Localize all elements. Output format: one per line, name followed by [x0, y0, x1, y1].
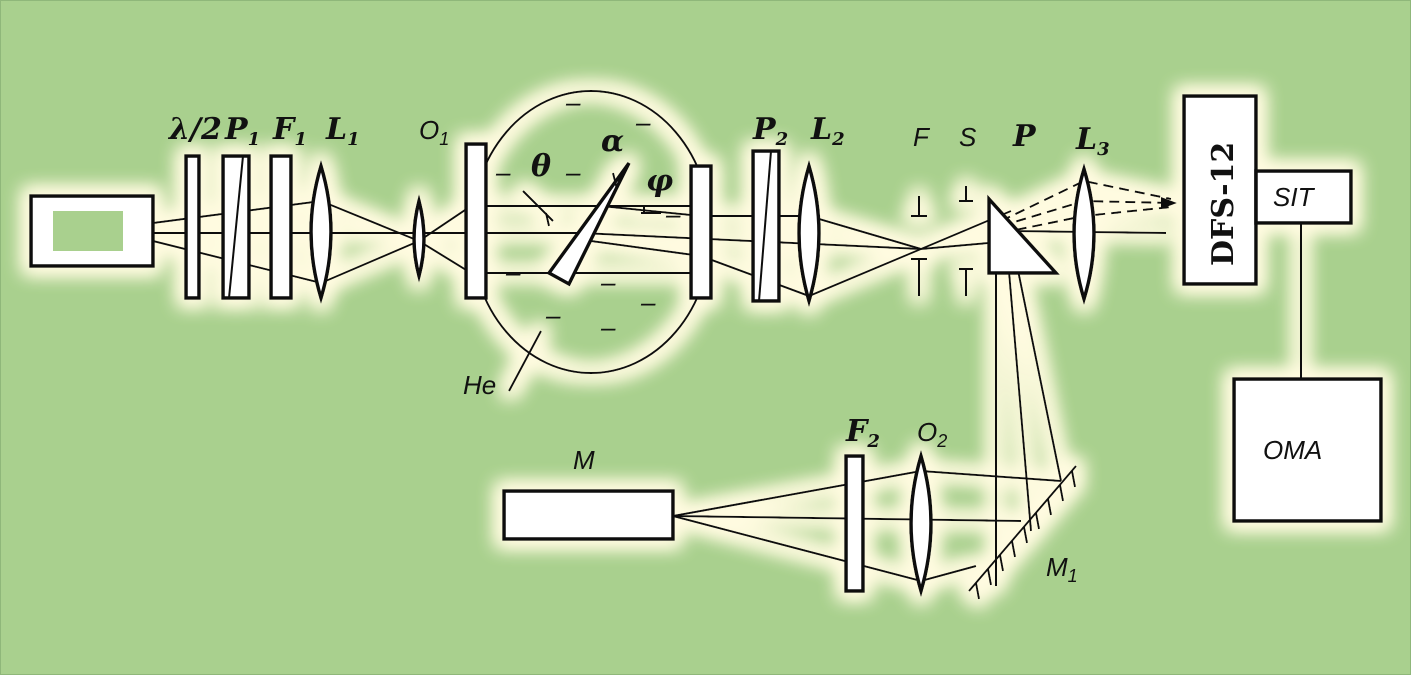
svg-text:–: – — [565, 87, 581, 117]
label-sit: SIT — [1273, 182, 1316, 212]
label-p1: P1 — [224, 112, 260, 150]
label-s: S — [959, 122, 977, 152]
label-alpha: α — [601, 124, 624, 159]
lamp-m — [502, 489, 675, 541]
label-f1: F1 — [272, 112, 307, 150]
svg-text:–: – — [505, 257, 521, 287]
laser-source — [29, 194, 155, 268]
svg-text:–: – — [600, 267, 616, 297]
ion-marks: – – – – – – – – – – — [495, 87, 681, 342]
helium-chamber — [464, 90, 713, 392]
label-l2: L2 — [810, 112, 845, 150]
label-he: He — [463, 370, 496, 400]
label-oma: OMA — [1263, 435, 1322, 465]
half-wave-plate — [184, 154, 201, 300]
label-m1: M1 — [1046, 552, 1078, 586]
mirror-m1 — [968, 465, 1077, 600]
svg-text:–: – — [565, 157, 581, 187]
objective-o1 — [412, 194, 426, 283]
label-o1: O1 — [419, 115, 449, 149]
label-phi: φ — [646, 164, 673, 199]
filter-f2 — [844, 454, 865, 593]
label-theta: θ — [531, 149, 551, 184]
svg-text:–: – — [545, 300, 561, 330]
svg-text:–: – — [665, 199, 681, 229]
svg-text:–: – — [600, 312, 616, 342]
spectrometer-dfs12 — [1182, 94, 1258, 286]
polarizer-p1 — [221, 154, 251, 300]
objective-o2 — [909, 449, 933, 598]
svg-text:–: – — [495, 157, 511, 187]
crystal-wedge — [546, 161, 631, 287]
svg-text:–: – — [635, 107, 651, 137]
label-dfs12: DFS-12 — [1206, 142, 1241, 266]
polarizer-p2 — [751, 149, 781, 303]
aperture-f — [911, 196, 927, 296]
label-l3: L3 — [1075, 122, 1110, 160]
lens-l3 — [1072, 163, 1096, 305]
lens-l1 — [309, 159, 333, 305]
label-m: M — [573, 445, 595, 475]
svg-text:–: – — [640, 287, 656, 317]
prism-p — [987, 194, 1060, 275]
sit-detector — [1254, 169, 1353, 225]
oma-box — [1232, 377, 1383, 523]
slit-s — [959, 186, 973, 296]
filter-f1 — [269, 154, 293, 300]
label-f2: F2 — [845, 414, 880, 452]
labels: λ/2 P1 F1 L1 O1 θ α φ He – – – – – – – –… — [167, 87, 1322, 586]
lens-l2 — [797, 159, 821, 308]
label-half-wave: λ/2 — [167, 112, 222, 147]
label-l1: L1 — [325, 112, 360, 150]
label-o2: O2 — [917, 417, 947, 451]
label-p: P — [1012, 119, 1037, 154]
label-p2: P2 — [752, 112, 788, 150]
label-f: F — [913, 122, 931, 152]
